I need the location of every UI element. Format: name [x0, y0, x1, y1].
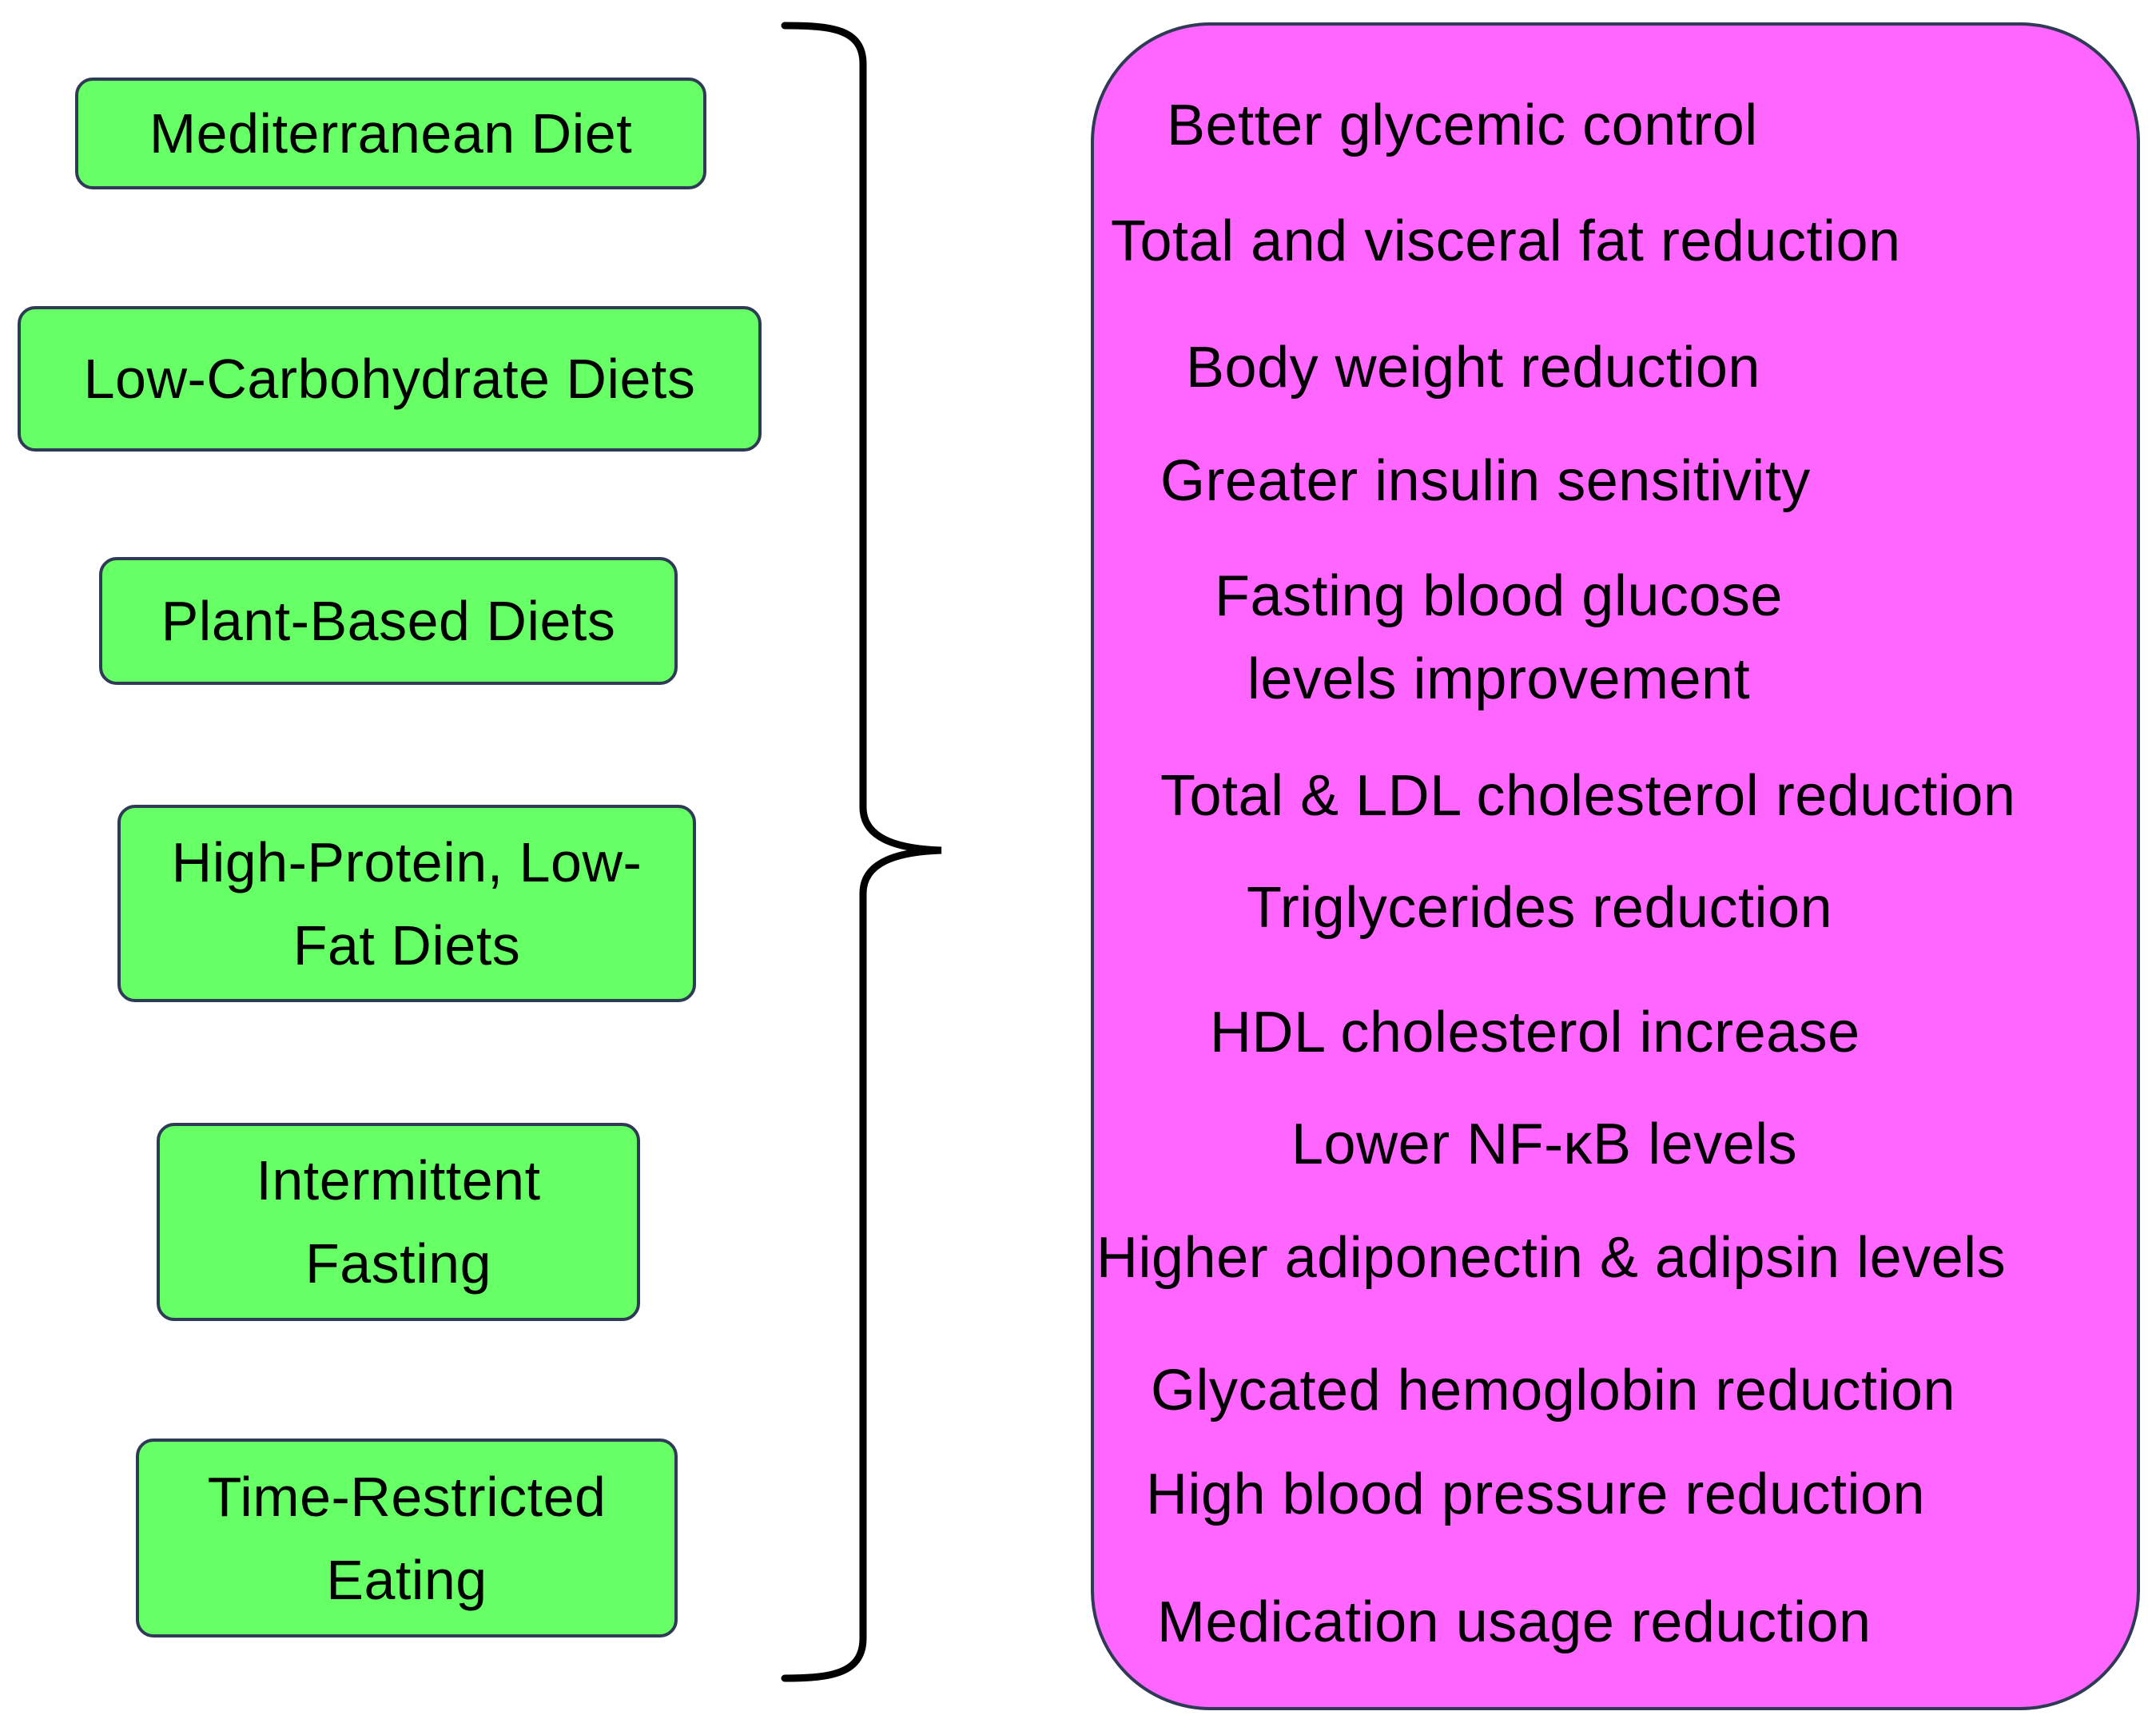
diet-box-plant-based: Plant-Based Diets [99, 557, 678, 685]
outcome-body-weight-reduction: Body weight reduction [1186, 336, 1760, 400]
outcome-medication-reduction: Medication usage reduction [1157, 1590, 1872, 1654]
diet-box-high-protein-low-fat: High-Protein, Low- Fat Diets [117, 805, 696, 1002]
outcome-nf-kb-levels: Lower NF-κB levels [1291, 1112, 1798, 1176]
outcome-glycated-hemoglobin: Glycated hemoglobin reduction [1151, 1359, 1956, 1423]
outcome-blood-pressure-reduction: High blood pressure reduction [1146, 1462, 1926, 1526]
outcome-adiponectin-adipsin: Higher adiponectin & adipsin levels [1096, 1226, 2007, 1290]
outcome-glycemic-control: Better glycemic control [1167, 94, 1758, 157]
diet-box-mediterranean: Mediterranean Diet [75, 78, 706, 189]
outcomes-panel [1091, 22, 2140, 1710]
outcome-fasting-glucose: Fasting blood glucose levels improvement [1215, 564, 1783, 711]
diet-box-time-restricted-eating: Time-Restricted Eating [136, 1439, 678, 1637]
outcome-hdl-increase: HDL cholesterol increase [1210, 1001, 1860, 1064]
outcome-triglycerides-reduction: Triglycerides reduction [1247, 876, 1833, 940]
diet-box-low-carbohydrate: Low-Carbohydrate Diets [18, 306, 762, 452]
outcome-ldl-cholesterol-reduction: Total & LDL cholesterol reduction [1160, 764, 2016, 828]
outcome-fat-reduction: Total and visceral fat reduction [1111, 209, 1901, 273]
outcome-insulin-sensitivity: Greater insulin sensitivity [1160, 449, 1811, 513]
diet-box-intermittent-fasting: Intermittent Fasting [157, 1123, 640, 1321]
curly-brace-path [781, 22, 942, 1682]
